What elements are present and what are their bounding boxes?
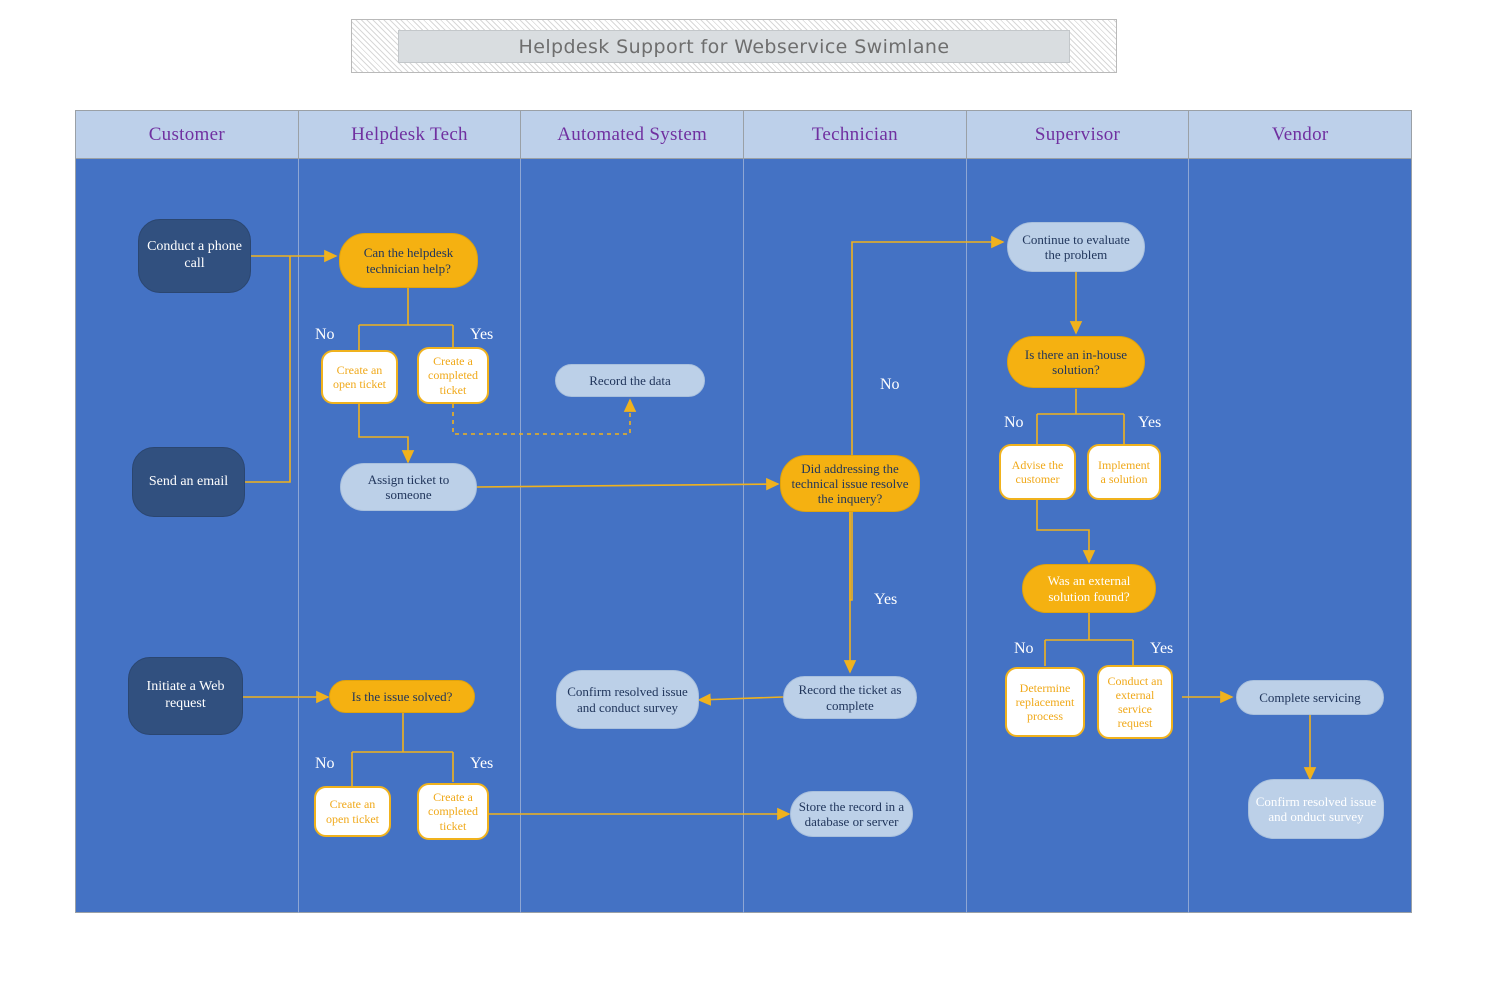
node-record-ticket-complete[interactable]: Record the ticket as complete: [783, 676, 917, 719]
lane-column-customer: [76, 159, 299, 913]
branch-label-external-yes: Yes: [1150, 640, 1174, 657]
branch-label-technician-no: No: [880, 376, 900, 393]
node-store-record-database[interactable]: Store the record in a database or server: [790, 791, 913, 837]
node-create-completed-ticket-1[interactable]: Create a completed ticket: [417, 347, 489, 404]
node-initiate-web-request[interactable]: Initiate a Web request: [128, 657, 243, 735]
node-create-completed-ticket-2[interactable]: Create a completed ticket: [417, 783, 489, 840]
branch-label-external-no: No: [1014, 640, 1034, 657]
lane-header-label: Customer: [148, 123, 225, 145]
lane-header-label: Technician: [811, 123, 898, 145]
node-continue-evaluate[interactable]: Continue to evaluate the problem: [1007, 222, 1145, 272]
lane-body: [76, 159, 1411, 913]
node-is-issue-solved[interactable]: Is the issue solved?: [329, 680, 475, 713]
node-create-open-ticket-1[interactable]: Create an open ticket: [321, 350, 398, 404]
node-implement-solution[interactable]: Implement a solution: [1087, 444, 1161, 500]
node-is-inhouse-solution[interactable]: Is there an in-house solution?: [1007, 336, 1145, 388]
node-assign-ticket[interactable]: Assign ticket to someone: [340, 463, 477, 511]
lane-header-technician[interactable]: Technician: [744, 111, 967, 158]
node-conduct-external-request[interactable]: Conduct an external service request: [1097, 665, 1173, 739]
diagram-title: Helpdesk Support for Webservice Swimlane: [518, 35, 950, 58]
lane-header-label: Vendor: [1271, 123, 1329, 145]
node-did-addressing-resolve[interactable]: Did addressing the technical issue resol…: [780, 455, 920, 512]
lane-header-automated[interactable]: Automated System: [521, 111, 745, 158]
node-conduct-phone-call[interactable]: Conduct a phone call: [138, 219, 251, 293]
node-record-the-data[interactable]: Record the data: [555, 364, 705, 397]
lane-header-label: Helpdesk Tech: [351, 123, 468, 145]
node-determine-replacement[interactable]: Determine replacement process: [1005, 667, 1085, 737]
node-send-an-email[interactable]: Send an email: [132, 447, 245, 517]
lane-header-label: Supervisor: [1034, 123, 1121, 145]
node-can-helpdesk-help[interactable]: Can the helpdesk technician help?: [339, 233, 478, 288]
branch-label-inhouse-yes: Yes: [1138, 414, 1162, 431]
branch-label-helpdesk-yes: Yes: [470, 326, 494, 343]
node-confirm-resolved-survey[interactable]: Confirm resolved issue and conduct surve…: [556, 670, 699, 729]
lane-header-supervisor[interactable]: Supervisor: [966, 111, 1190, 158]
lane-column-automated: [521, 159, 745, 913]
branch-label-helpdesk-no: No: [315, 326, 335, 343]
title-plate: Helpdesk Support for Webservice Swimlane: [398, 30, 1070, 63]
branch-label-solved-yes: Yes: [470, 755, 494, 772]
lane-header-row: Customer Helpdesk Tech Automated System …: [76, 111, 1412, 159]
lane-header-helpdesk[interactable]: Helpdesk Tech: [298, 111, 522, 158]
lane-header-label: Automated System: [557, 123, 708, 145]
node-was-external-found[interactable]: Was an external solution found?: [1022, 564, 1156, 613]
lane-header-customer[interactable]: Customer: [76, 111, 299, 158]
branch-label-solved-no: No: [315, 755, 335, 772]
node-complete-servicing[interactable]: Complete servicing: [1236, 680, 1384, 715]
node-confirm-resolved-onduct[interactable]: Confirm resolved issue and onduct survey: [1248, 779, 1384, 839]
lane-column-supervisor: [967, 159, 1190, 913]
lane-column-helpdesk: [299, 159, 522, 913]
node-advise-customer[interactable]: Advise the customer: [999, 444, 1076, 500]
node-create-open-ticket-2[interactable]: Create an open ticket: [314, 786, 391, 837]
branch-label-inhouse-no: No: [1004, 414, 1024, 431]
branch-label-technician-yes: Yes: [874, 591, 898, 608]
lane-header-vendor[interactable]: Vendor: [1189, 111, 1412, 158]
swimlane-frame: Customer Helpdesk Tech Automated System …: [75, 110, 1412, 913]
